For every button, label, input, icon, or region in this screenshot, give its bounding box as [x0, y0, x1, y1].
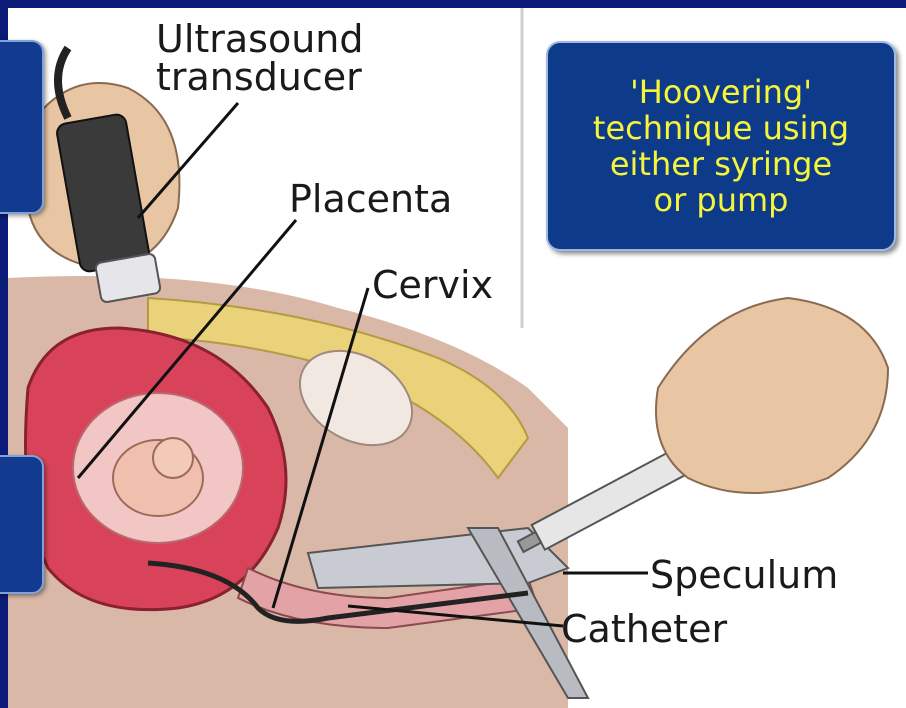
label-catheter: Catheter — [561, 610, 727, 648]
side-tab-bottom — [0, 455, 44, 594]
fetus-head — [153, 438, 193, 478]
transducer-cable — [58, 48, 68, 118]
hand-right — [656, 298, 888, 493]
side-tab-top — [0, 40, 44, 214]
technique-callout: 'Hoovering' technique using either syrin… — [546, 41, 896, 251]
callout-line2: technique using — [593, 110, 849, 146]
callout-line3: either syringe — [593, 146, 849, 182]
label-ultrasound-line2: transducer — [156, 58, 364, 96]
label-cervix: Cervix — [372, 266, 493, 304]
label-ultrasound-line1: Ultrasound — [156, 20, 364, 58]
label-placenta: Placenta — [289, 180, 452, 218]
label-speculum: Speculum — [650, 556, 838, 594]
label-ultrasound: Ultrasound transducer — [156, 20, 364, 96]
callout-line1: 'Hoovering' — [593, 74, 849, 110]
callout-line4: or pump — [593, 182, 849, 218]
